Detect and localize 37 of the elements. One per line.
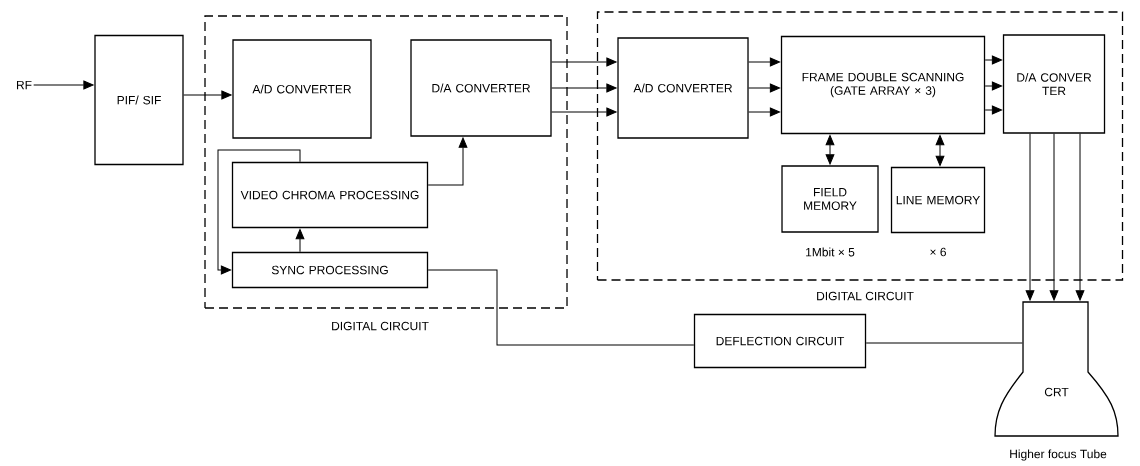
block-box: VIDEO CHROMA PROCESSING — [231, 161, 429, 229]
arrow — [295, 228, 305, 253]
arrow — [748, 83, 781, 93]
arrow — [217, 149, 301, 275]
arrow — [935, 134, 945, 167]
note-text: × 6 — [930, 247, 946, 257]
arrow — [551, 57, 617, 67]
block-box: D/A CONVER TER — [1002, 34, 1106, 134]
block-box: A/D CONVERTER — [617, 37, 749, 139]
arrow — [551, 107, 617, 117]
note-text: 1Mbit × 5 — [806, 247, 855, 257]
block-box: SYNC PROCESSING — [231, 251, 429, 289]
node-label: DIGITAL CIRCUIT — [332, 321, 429, 331]
block-box: FIELD MEMORY — [781, 165, 879, 233]
arrow — [427, 137, 468, 186]
arrow — [551, 83, 617, 93]
arrow — [748, 57, 781, 67]
arrow — [1075, 133, 1085, 301]
note-text: Higher focus Tube — [1010, 449, 1107, 461]
crt-tube: CRT — [994, 301, 1119, 437]
arrow — [1049, 133, 1059, 301]
block-box: A/D CONVERTER — [232, 39, 372, 139]
arrow — [1025, 133, 1035, 301]
block-box: DEFLECTION CIRCUIT — [693, 313, 867, 369]
input-label: RF — [17, 80, 32, 90]
block-box: PIF/ SIF — [94, 34, 184, 166]
node-label: DIGITAL CIRCUIT — [817, 291, 914, 301]
arrow — [825, 134, 835, 165]
block-box: FRAME DOUBLE SCANNING (GATE ARRAY × 3) — [780, 35, 986, 135]
arrow — [984, 81, 1003, 91]
arrow — [984, 55, 1003, 65]
arrow — [183, 90, 232, 100]
arrow — [748, 107, 781, 117]
arrow — [33, 80, 94, 90]
arrow — [984, 105, 1003, 115]
block-box: D/A CONVERTER — [410, 39, 552, 137]
block-box: LINE MEMORY — [890, 166, 986, 234]
